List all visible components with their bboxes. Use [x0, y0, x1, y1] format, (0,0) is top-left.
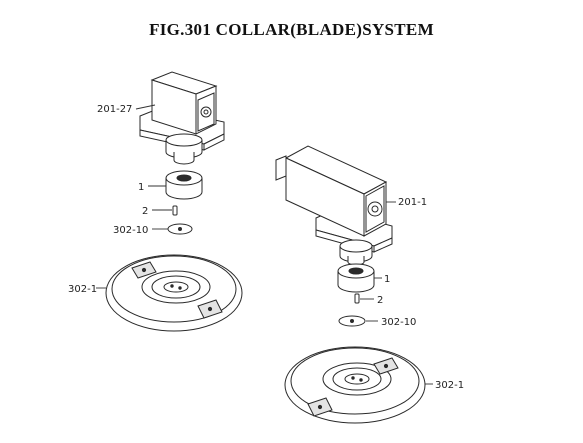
right-gearbox[interactable]: [275, 145, 393, 266]
right-pin[interactable]: [354, 293, 360, 304]
label-right-pin: 2: [377, 295, 383, 306]
label-left-washer: 302-10: [113, 225, 148, 236]
label-right-collar: 1: [384, 274, 390, 285]
label-201-1: 201-1: [398, 197, 427, 208]
left-washer[interactable]: [167, 223, 193, 235]
left-pin[interactable]: [172, 205, 178, 216]
right-blade[interactable]: [284, 346, 426, 424]
label-left-collar: 1: [138, 182, 144, 193]
left-blade[interactable]: [105, 254, 243, 332]
left-collar[interactable]: [165, 170, 203, 200]
label-left-pin: 2: [142, 206, 148, 217]
figure-title: FIG.301 COLLAR(BLADE)SYSTEM: [149, 20, 434, 39]
label-left-blade: 302-1: [68, 284, 97, 295]
label-201-27: 201-27: [97, 104, 132, 115]
left-gearbox[interactable]: [139, 71, 225, 165]
label-right-washer: 302-10: [381, 317, 416, 328]
right-washer[interactable]: [338, 315, 366, 327]
right-collar[interactable]: [337, 263, 375, 293]
label-right-blade: 302-1: [435, 380, 464, 391]
